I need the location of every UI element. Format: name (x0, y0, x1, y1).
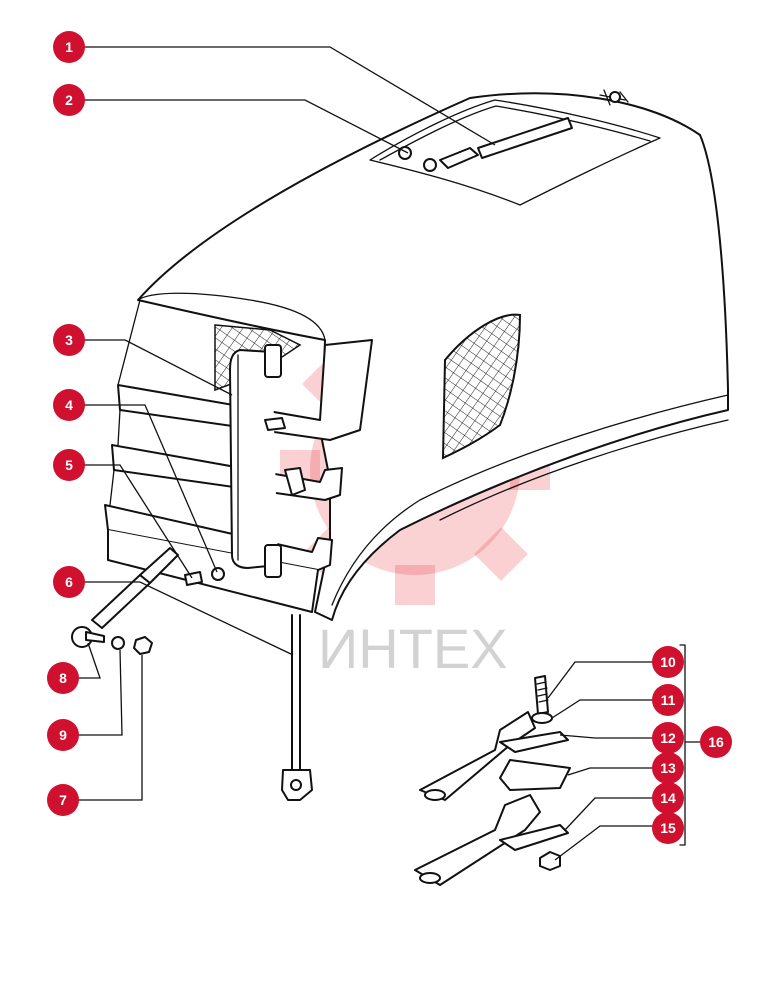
gas-strut (398, 89, 629, 172)
svg-text:5: 5 (65, 457, 73, 473)
callout-7: 7 (47, 784, 79, 816)
callout-12: 12 (652, 722, 684, 754)
callout-13: 13 (652, 752, 684, 784)
svg-text:8: 8 (59, 670, 67, 686)
callout-8: 8 (47, 662, 79, 694)
svg-text:7: 7 (59, 792, 67, 808)
leader-lines (72, 46, 655, 861)
callout-3: 3 (53, 324, 85, 356)
lower-strut (71, 547, 179, 648)
support-rod (281, 614, 313, 801)
callout-2: 2 (53, 84, 85, 116)
watermark-text: ИНТЕХ (318, 617, 508, 680)
svg-text:3: 3 (65, 332, 73, 348)
callout-10: 10 (652, 646, 684, 678)
svg-text:1: 1 (65, 39, 73, 55)
grab-handle (229, 344, 306, 578)
bracket-kit (414, 644, 701, 886)
callout-16: 16 (700, 726, 732, 758)
callout-11: 11 (652, 684, 684, 716)
svg-text:9: 9 (59, 727, 67, 743)
callout-5: 5 (53, 449, 85, 481)
callout-6: 6 (53, 566, 85, 598)
hood-assembly (137, 92, 729, 621)
svg-text:2: 2 (65, 92, 73, 108)
callout-15: 15 (652, 812, 684, 844)
fasteners (111, 567, 225, 655)
svg-text:15: 15 (660, 820, 676, 836)
callout-1: 1 (53, 31, 85, 63)
svg-text:13: 13 (660, 760, 676, 776)
callout-4: 4 (53, 389, 85, 421)
svg-text:11: 11 (661, 692, 676, 708)
svg-text:14: 14 (660, 790, 676, 806)
callout-14: 14 (652, 782, 684, 814)
svg-text:6: 6 (65, 574, 73, 590)
svg-text:16: 16 (708, 734, 724, 750)
svg-text:12: 12 (660, 730, 676, 746)
svg-text:10: 10 (660, 654, 676, 670)
svg-text:4: 4 (65, 397, 73, 413)
callout-9: 9 (47, 719, 79, 751)
